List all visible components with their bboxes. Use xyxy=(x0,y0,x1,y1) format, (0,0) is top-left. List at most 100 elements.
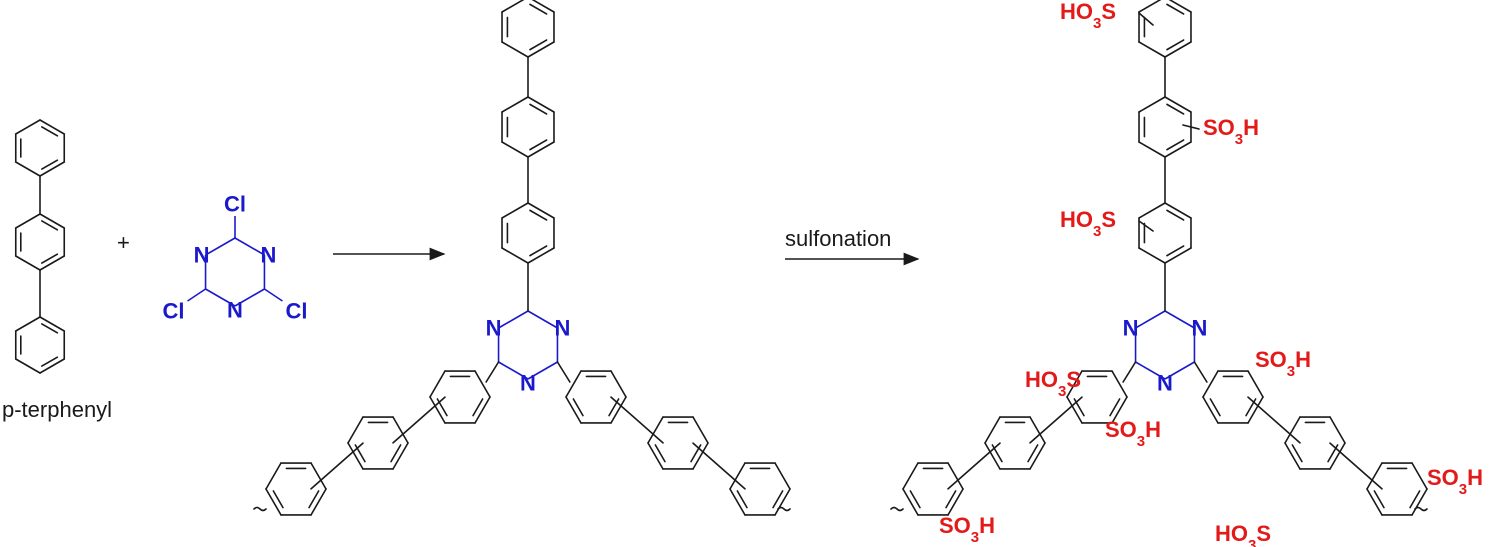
polymer-left-link xyxy=(485,361,500,383)
ring-double-bond xyxy=(529,103,548,115)
so3h-group: SO3H xyxy=(1105,417,1161,450)
sulfonated-polymer-left-ring-3 xyxy=(902,462,964,516)
ring-bond xyxy=(429,396,446,424)
triazine-bond xyxy=(205,237,236,256)
ring-bond xyxy=(39,316,66,332)
polymer-left-ring-3 xyxy=(265,462,327,516)
sulfonated-polymer-left-link xyxy=(947,442,1001,490)
ring-double-bond xyxy=(1166,245,1185,257)
ring-bond xyxy=(647,416,664,444)
ring-bond xyxy=(1284,442,1301,470)
polymer-left-ring-2 xyxy=(347,416,409,470)
ring-bond xyxy=(527,141,555,158)
ring-bond xyxy=(14,255,41,271)
triazine-bond xyxy=(1135,361,1166,380)
triazine-bond xyxy=(498,361,529,380)
polymer-triazine-core xyxy=(497,310,559,380)
ring-double-bond xyxy=(529,139,548,151)
ring-bond xyxy=(265,462,282,490)
ring-bond xyxy=(14,358,41,374)
sulfonated-polymer-right-link xyxy=(1193,361,1208,383)
sulfonated-polymer-top-ring-3 xyxy=(1138,0,1192,58)
ring-bond xyxy=(902,462,919,490)
ring-double-bond xyxy=(41,253,59,264)
sulfonated-polymer-right-link xyxy=(1329,442,1383,490)
polymer-left-wavy-end xyxy=(253,506,267,512)
ring-bond xyxy=(501,141,529,158)
sulfonated-polymer-left-link xyxy=(1122,361,1137,383)
ring-bond xyxy=(429,370,446,398)
ring-bond xyxy=(265,488,282,516)
ring-bond xyxy=(1247,370,1264,398)
ho3s-group: HO3S xyxy=(1215,521,1271,547)
so3h-group: SO3H xyxy=(939,513,995,546)
sulfonic-bond xyxy=(1138,12,1154,26)
polymer-left-link xyxy=(310,442,364,490)
ring-double-bond xyxy=(1166,3,1185,15)
ring-bond xyxy=(347,416,364,444)
ring-bond xyxy=(565,396,582,424)
ring-bond xyxy=(1247,396,1264,424)
ring-bond xyxy=(474,370,491,398)
so3h-group: SO3H xyxy=(1427,465,1483,498)
ring-bond xyxy=(610,396,627,424)
ring-bond xyxy=(1138,141,1166,158)
sulfonated-polymer-right-wavy-end xyxy=(1414,506,1428,512)
ring-double-bond xyxy=(772,490,784,509)
ring-bond xyxy=(565,370,582,398)
ring-double-bond xyxy=(472,398,484,417)
triazine-bond xyxy=(234,288,265,307)
polymer-left-ring-1 xyxy=(429,370,491,424)
ho3s-group: HO3S xyxy=(1060,207,1116,240)
polymer-right-ring-3 xyxy=(729,462,791,516)
ring-bond xyxy=(1366,488,1383,516)
ring-bond xyxy=(310,488,327,516)
ring-bond xyxy=(474,396,491,424)
ring-double-bond xyxy=(41,126,59,137)
chlorine-atom-right: Cl xyxy=(285,299,307,324)
triazine-bond xyxy=(205,288,236,307)
ring-double-bond xyxy=(1209,398,1221,417)
ring-bond xyxy=(527,247,555,264)
sulfonated-polymer-triazine-core xyxy=(1134,310,1196,380)
ring-bond xyxy=(1164,41,1192,58)
nitrogen-atom: N xyxy=(520,371,536,396)
ring-double-bond xyxy=(1166,209,1185,221)
ring-double-bond xyxy=(390,444,402,463)
terphenyl-ring-bottom xyxy=(14,316,66,374)
plus-sign: + xyxy=(117,230,130,255)
ring-double-bond xyxy=(529,209,548,221)
cyanuric-chloride xyxy=(204,237,266,307)
sulfonated-polymer-right-ring-3 xyxy=(1366,462,1428,516)
ring-bond xyxy=(984,416,1001,444)
ring-double-bond xyxy=(41,220,59,231)
ring-double-bond xyxy=(41,159,59,170)
triazine-bond xyxy=(1164,361,1195,380)
ring-bond xyxy=(610,370,627,398)
nitrogen-atom: N xyxy=(1191,316,1207,341)
sulfonated-polymer-left-link xyxy=(1029,396,1083,444)
ring-bond xyxy=(501,0,525,13)
ring-bond xyxy=(1111,396,1128,424)
sulfonated-polymer-left-ring-2 xyxy=(984,416,1046,470)
nitrogen-atom: N xyxy=(260,243,276,268)
ring-bond xyxy=(902,488,919,516)
ring-bond xyxy=(392,442,409,470)
ring-double-bond xyxy=(945,490,957,509)
ring-bond xyxy=(392,416,409,444)
ring-bond xyxy=(1066,370,1083,398)
ring-double-bond xyxy=(41,356,59,367)
ring-bond xyxy=(1366,462,1383,490)
ring-bond xyxy=(647,442,664,470)
ring-double-bond xyxy=(1166,103,1185,115)
ring-double-bond xyxy=(41,323,59,334)
polymer-right-wavy-end xyxy=(777,506,791,512)
ring-bond xyxy=(1411,462,1428,490)
ring-bond xyxy=(1164,96,1192,113)
ring-double-bond xyxy=(572,398,584,417)
sulfonated-polymer-top-ring-2 xyxy=(1138,96,1192,158)
ring-bond xyxy=(1138,0,1162,13)
